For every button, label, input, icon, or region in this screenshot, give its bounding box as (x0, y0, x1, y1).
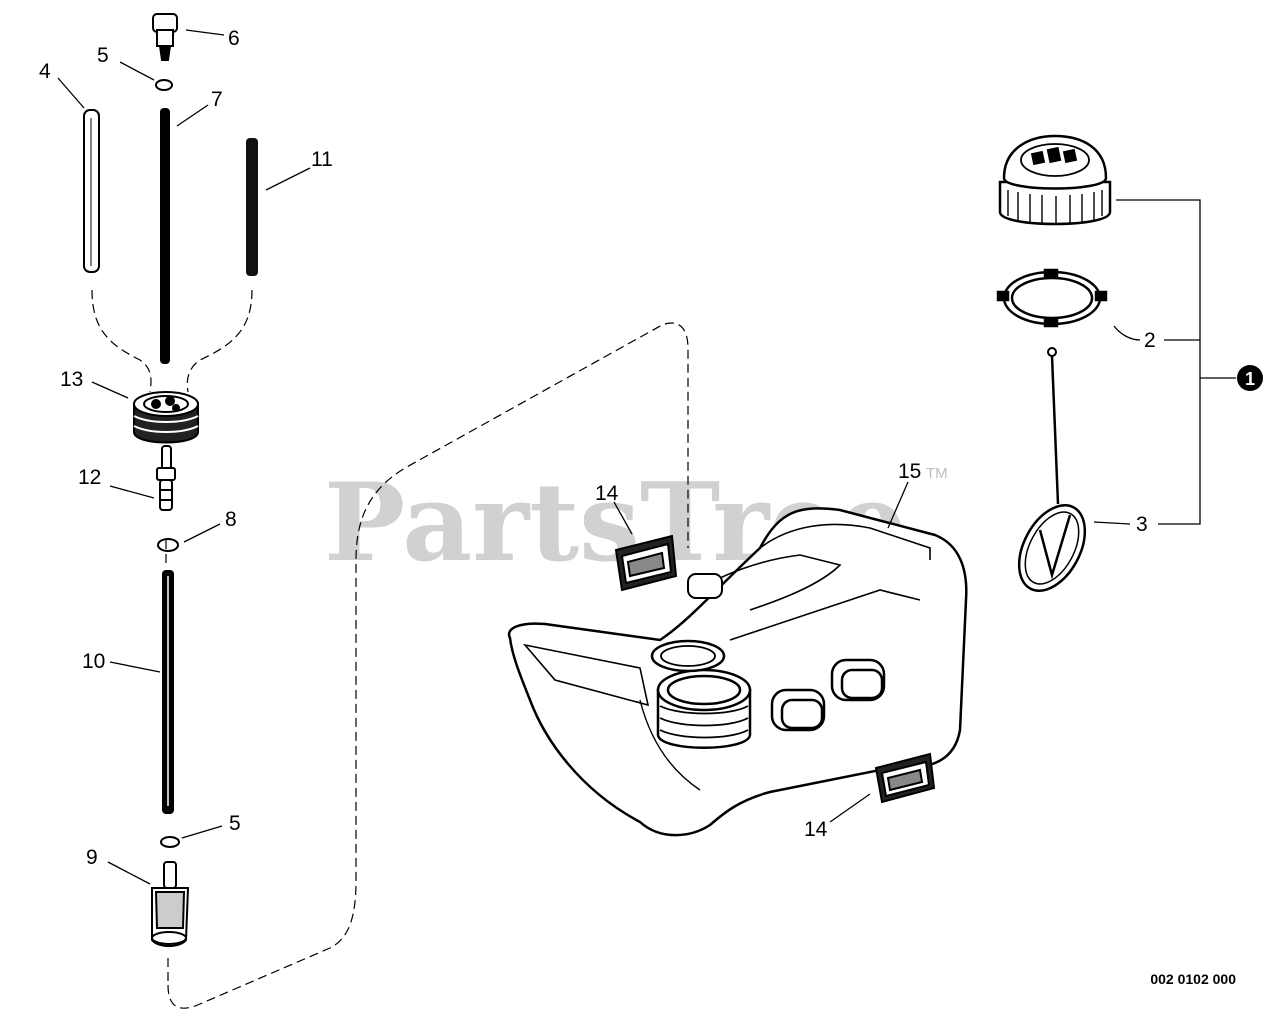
callout-12: 12 (78, 466, 101, 489)
callout-4: 4 (39, 60, 51, 83)
part-3-strainer (1017, 347, 1087, 592)
part-14-cushion-upper (614, 534, 678, 592)
callout-2: 2 (1144, 329, 1156, 352)
part-11-vent-line (246, 138, 258, 276)
part-8-o-ring (157, 538, 179, 552)
tank-filler-neck (656, 668, 752, 749)
part-2-gasket (996, 268, 1108, 328)
callout-7: 7 (211, 88, 223, 111)
part-9-fuel-filter (151, 861, 190, 947)
assembly-badge-circle (1237, 365, 1263, 391)
callout-5-upper: 5 (97, 44, 109, 67)
callout-1-assembly: 1 (1245, 369, 1255, 389)
part-15-fuel-tank (507, 507, 968, 837)
fuel-cap (998, 134, 1112, 226)
fuel-line-route (167, 322, 689, 1009)
callout-15: 15 (898, 460, 921, 483)
part-12-fitting (156, 445, 176, 511)
assembly-badge: 1 (1237, 365, 1263, 391)
callout-8: 8 (225, 508, 237, 531)
callout-labels: 6 5 7 4 11 13 12 8 10 5 9 14 15 14 2 3 (39, 27, 1156, 869)
part-14-cushion-lower (874, 752, 936, 804)
callout-3: 3 (1136, 513, 1148, 536)
callout-6: 6 (228, 27, 240, 50)
part-6-fitting (152, 13, 178, 61)
route-line-11 (186, 289, 253, 393)
part-10-fuel-line (162, 570, 174, 814)
watermark-trademark: TM (926, 465, 948, 482)
part-5-o-ring-lower (160, 836, 180, 848)
drawing-code: 002 0102 000 (1150, 971, 1236, 987)
part-4-tube (83, 109, 100, 273)
callout-10: 10 (82, 650, 105, 673)
callout-5-lower: 5 (229, 812, 241, 835)
part-5-o-ring-upper (155, 79, 173, 91)
part-7-fuel-line (160, 108, 170, 364)
part-13-grommet (133, 391, 199, 444)
tank-pickup-opening-inner (660, 645, 716, 667)
callout-14-lower: 14 (804, 818, 828, 841)
leader-lines (57, 29, 1236, 885)
callout-9: 9 (86, 846, 98, 869)
tank-mount-bosses (770, 658, 886, 732)
route-line-4 (91, 289, 152, 393)
callout-14-upper: 14 (595, 482, 619, 505)
callout-13: 13 (60, 368, 83, 391)
callout-11: 11 (311, 148, 333, 171)
